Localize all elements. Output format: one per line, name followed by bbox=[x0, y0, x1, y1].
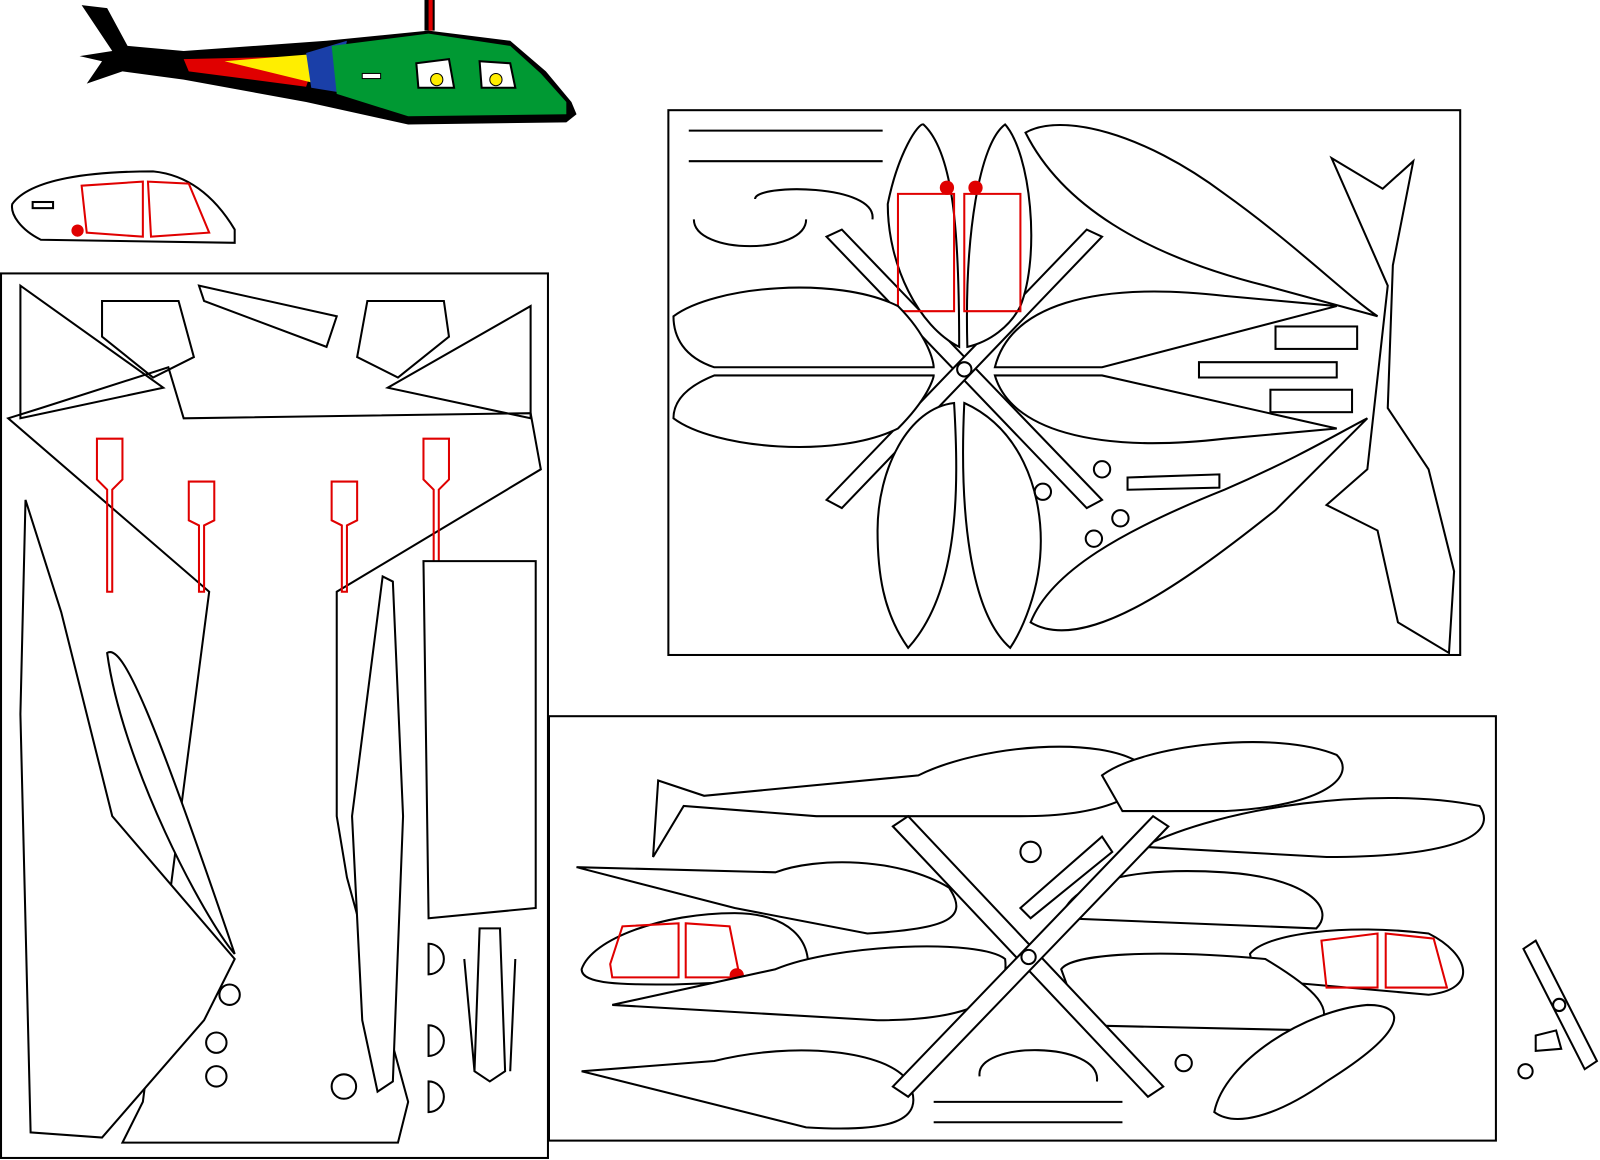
sheet-bottom-right bbox=[547, 715, 1497, 1142]
sheet-left bbox=[0, 272, 549, 1159]
cabin-side-part bbox=[11, 170, 236, 244]
sheet-top-right bbox=[667, 109, 1462, 657]
assembled-helicopter-preview bbox=[79, 0, 577, 125]
loose-rotor-part bbox=[1517, 939, 1599, 1080]
